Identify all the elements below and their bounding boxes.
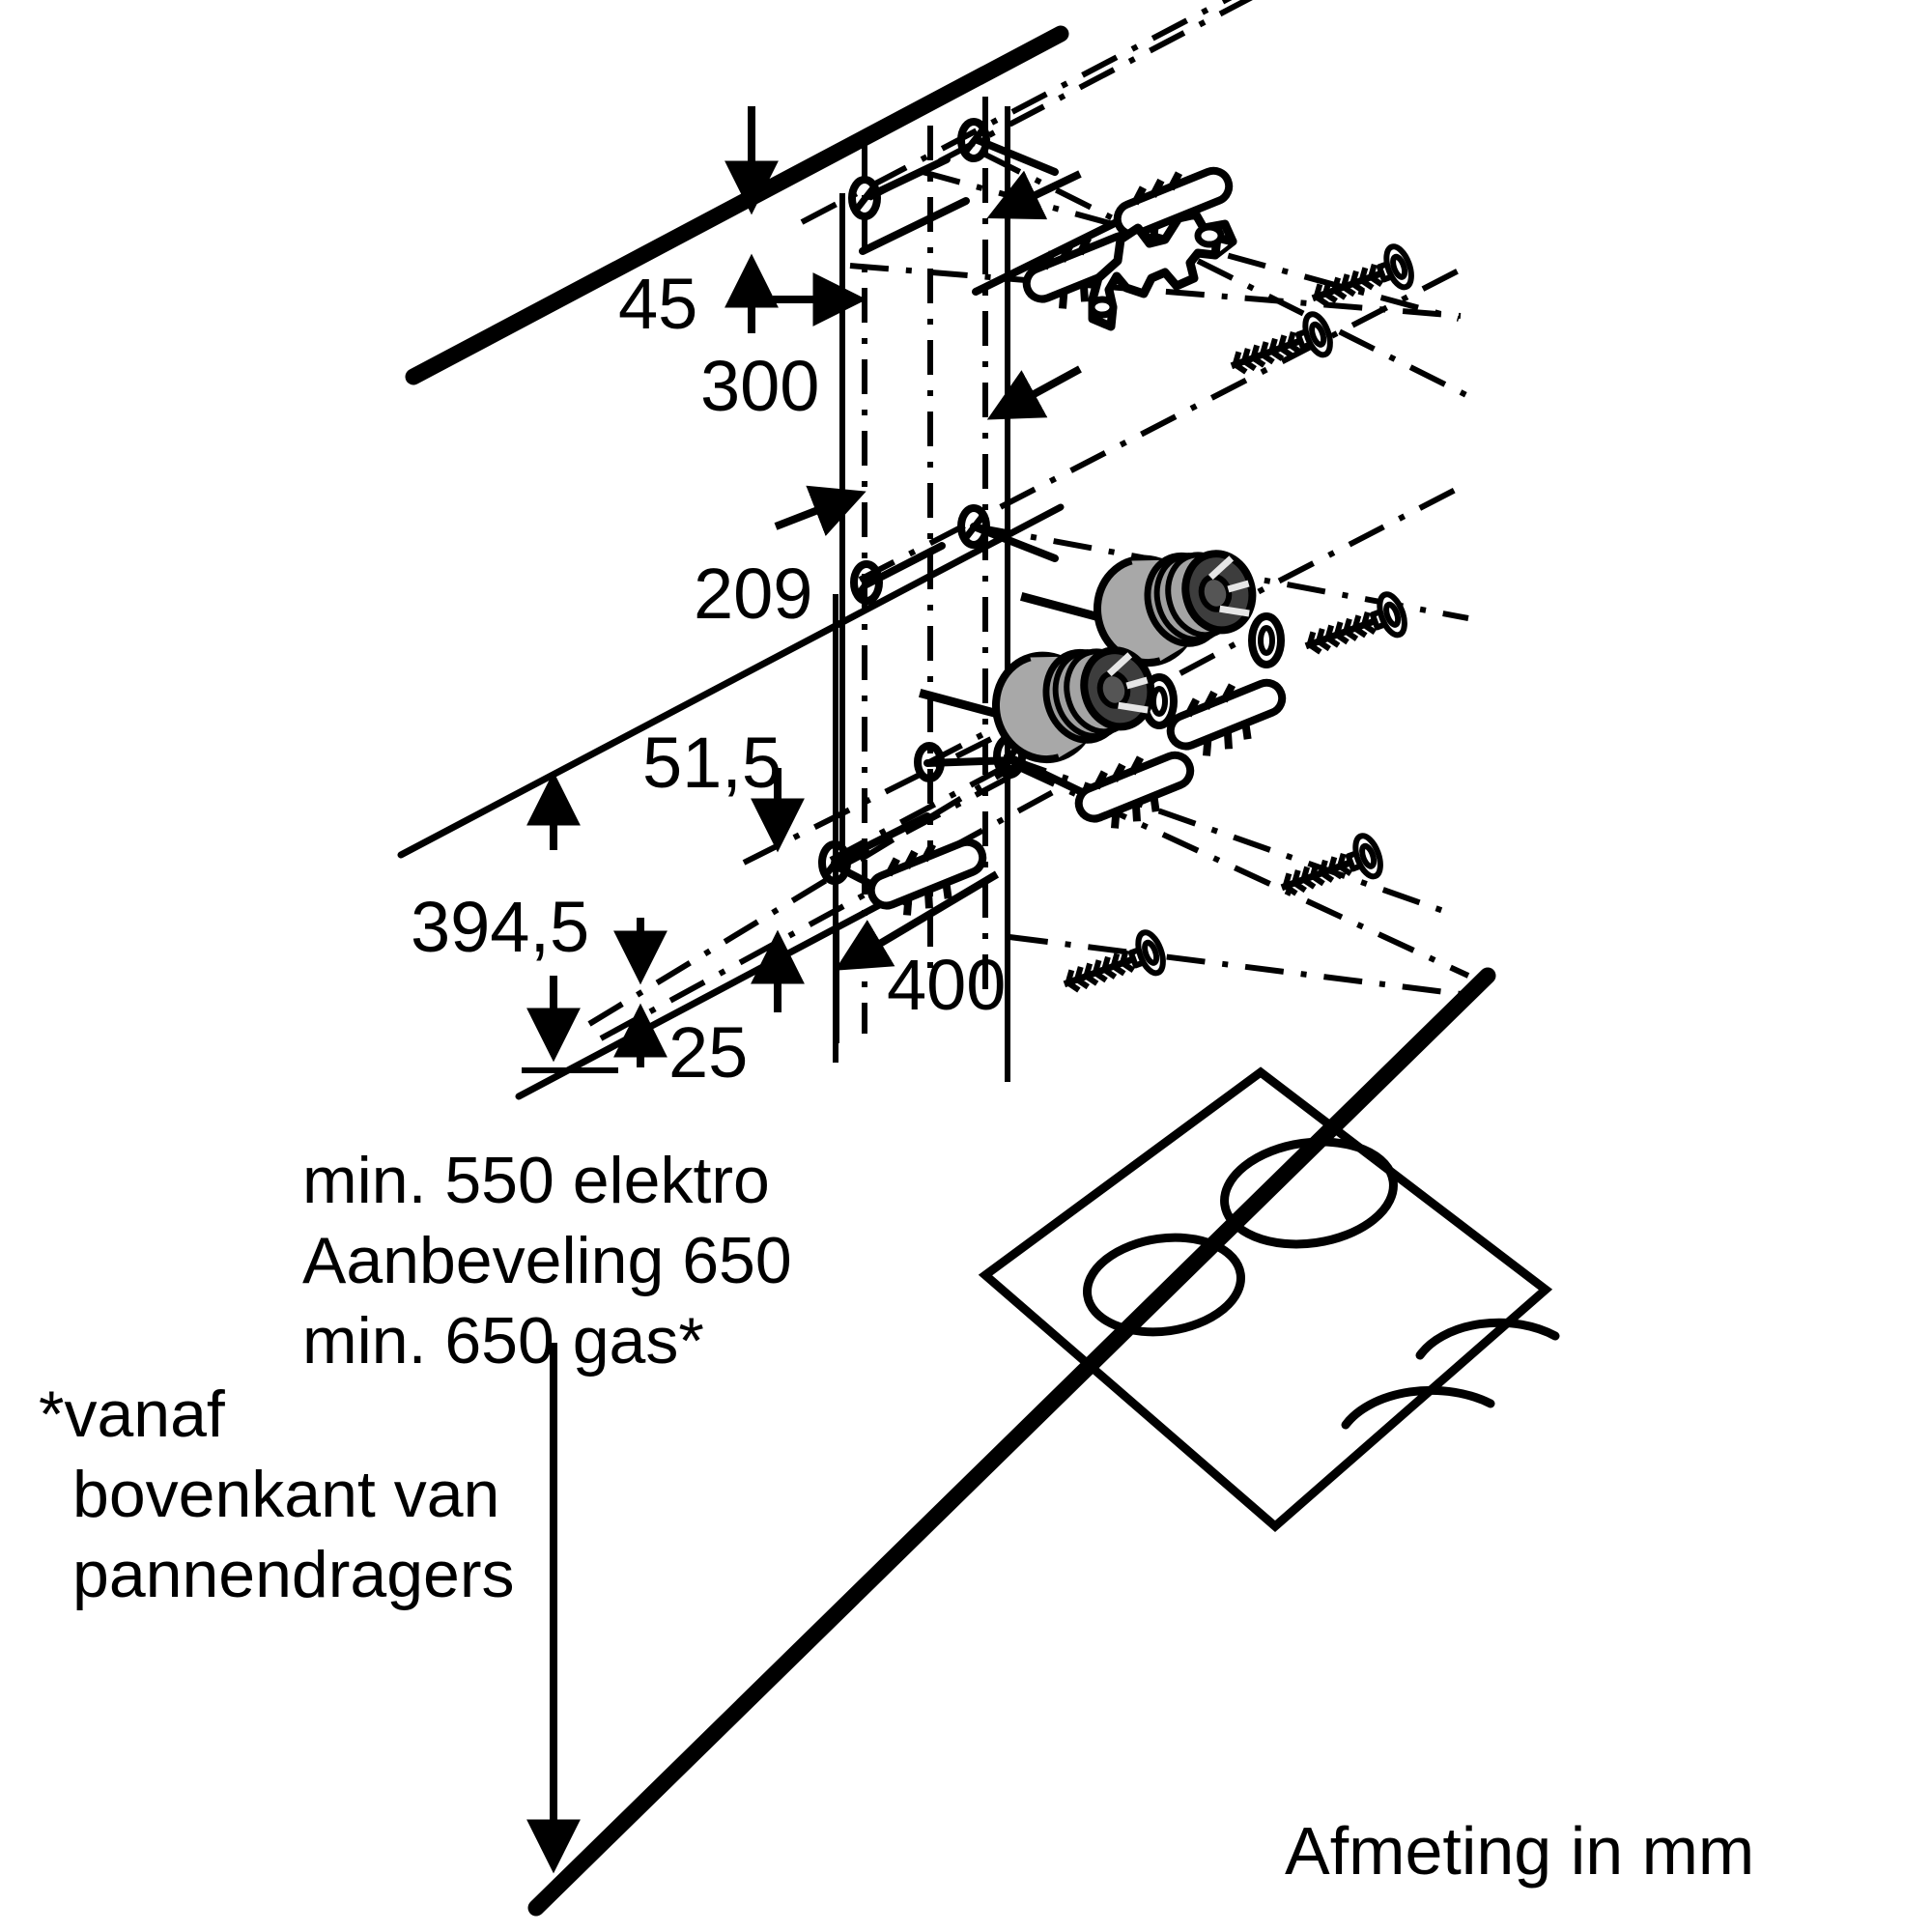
screw-group [1063, 243, 1414, 993]
screw [1280, 833, 1383, 896]
constr-line-low-g [834, 690, 1171, 872]
leader-seg-1 [866, 156, 951, 200]
screw [1304, 591, 1407, 655]
duct-connector [1019, 550, 1257, 668]
mounting-holes [818, 118, 1026, 885]
constr-line-top-3 [867, 0, 1253, 201]
mounting-hole [957, 118, 990, 162]
dimension-label-51-5: 51,5 [642, 723, 781, 803]
height-note-line-3: min. 650 gas* [302, 1304, 704, 1378]
footnote-line-3: pannendragers [72, 1538, 514, 1611]
dimension-labels: 45 300 209 51,5 394,5 25 400 [411, 264, 1006, 1093]
dimension-label-45: 45 [618, 264, 697, 344]
arrow-400 [834, 870, 1000, 971]
mounting-hole [957, 504, 990, 549]
constr-line-mid-d [1009, 755, 1450, 916]
wall-plug [867, 838, 987, 916]
dimension-label-209: 209 [694, 554, 812, 634]
dimension-label-25: 25 [668, 1012, 748, 1093]
footnote-line-1: *vanaf [39, 1378, 225, 1451]
footnote-block: *vanaf bovenkant van pannendragers [39, 1378, 514, 1611]
arrow-209 [774, 485, 867, 536]
wall-plug [1074, 751, 1195, 829]
burner-front-left [1082, 1233, 1246, 1337]
washer [1248, 612, 1285, 668]
leader-seg-3 [859, 197, 970, 255]
constr-line-upper-b [983, 152, 1470, 399]
constr-line-low-c [599, 789, 1055, 1041]
duct-connector [918, 646, 1155, 764]
arrow-upper-right [986, 170, 1082, 220]
mid-wall-edge-line [397, 503, 1065, 859]
screw [1230, 311, 1333, 375]
duct-connector-group [918, 550, 1257, 764]
burner-rear-right [1220, 1137, 1398, 1249]
mounting-hole [850, 560, 883, 605]
mounting-hole [818, 840, 851, 885]
dimension-label-300: 300 [700, 346, 819, 426]
dimension-label-394-5: 394,5 [411, 887, 589, 967]
worktop-front-edge-line [527, 967, 1496, 1917]
screw [1063, 929, 1166, 993]
screw [1311, 243, 1414, 307]
height-note-block: min. 550 elektro Aanbeveling 650 min. 65… [302, 1144, 792, 1378]
wall-plug-group [867, 166, 1287, 916]
mounting-hole [848, 176, 881, 220]
construction-lines [587, 0, 1470, 1041]
dimension-arrows [522, 106, 1082, 1874]
burner-front-right-arc [1341, 1385, 1495, 1430]
mounting-bracket [1088, 210, 1237, 331]
burner-rear-right-arc [1415, 1318, 1560, 1360]
constr-line-top-1 [800, 0, 1233, 225]
unit-note: Afmeting in mm [1285, 1813, 1754, 1889]
arrow-lower-right [986, 365, 1082, 420]
cooktop-outline [978, 1066, 1553, 1532]
cooktop [978, 1066, 1560, 1532]
wall-plug [1166, 678, 1287, 756]
mounting-hole [914, 742, 945, 782]
constr-line-upper-a [849, 263, 1462, 319]
dimension-label-400: 400 [887, 945, 1006, 1025]
leader-seg-2 [974, 136, 1059, 176]
height-note-line-2: Aanbeveling 650 [302, 1224, 792, 1297]
height-note-line-1: min. 550 elektro [302, 1144, 770, 1217]
footnote-line-2: bovenkant van [72, 1458, 499, 1531]
floor-edge-line [515, 866, 951, 1100]
